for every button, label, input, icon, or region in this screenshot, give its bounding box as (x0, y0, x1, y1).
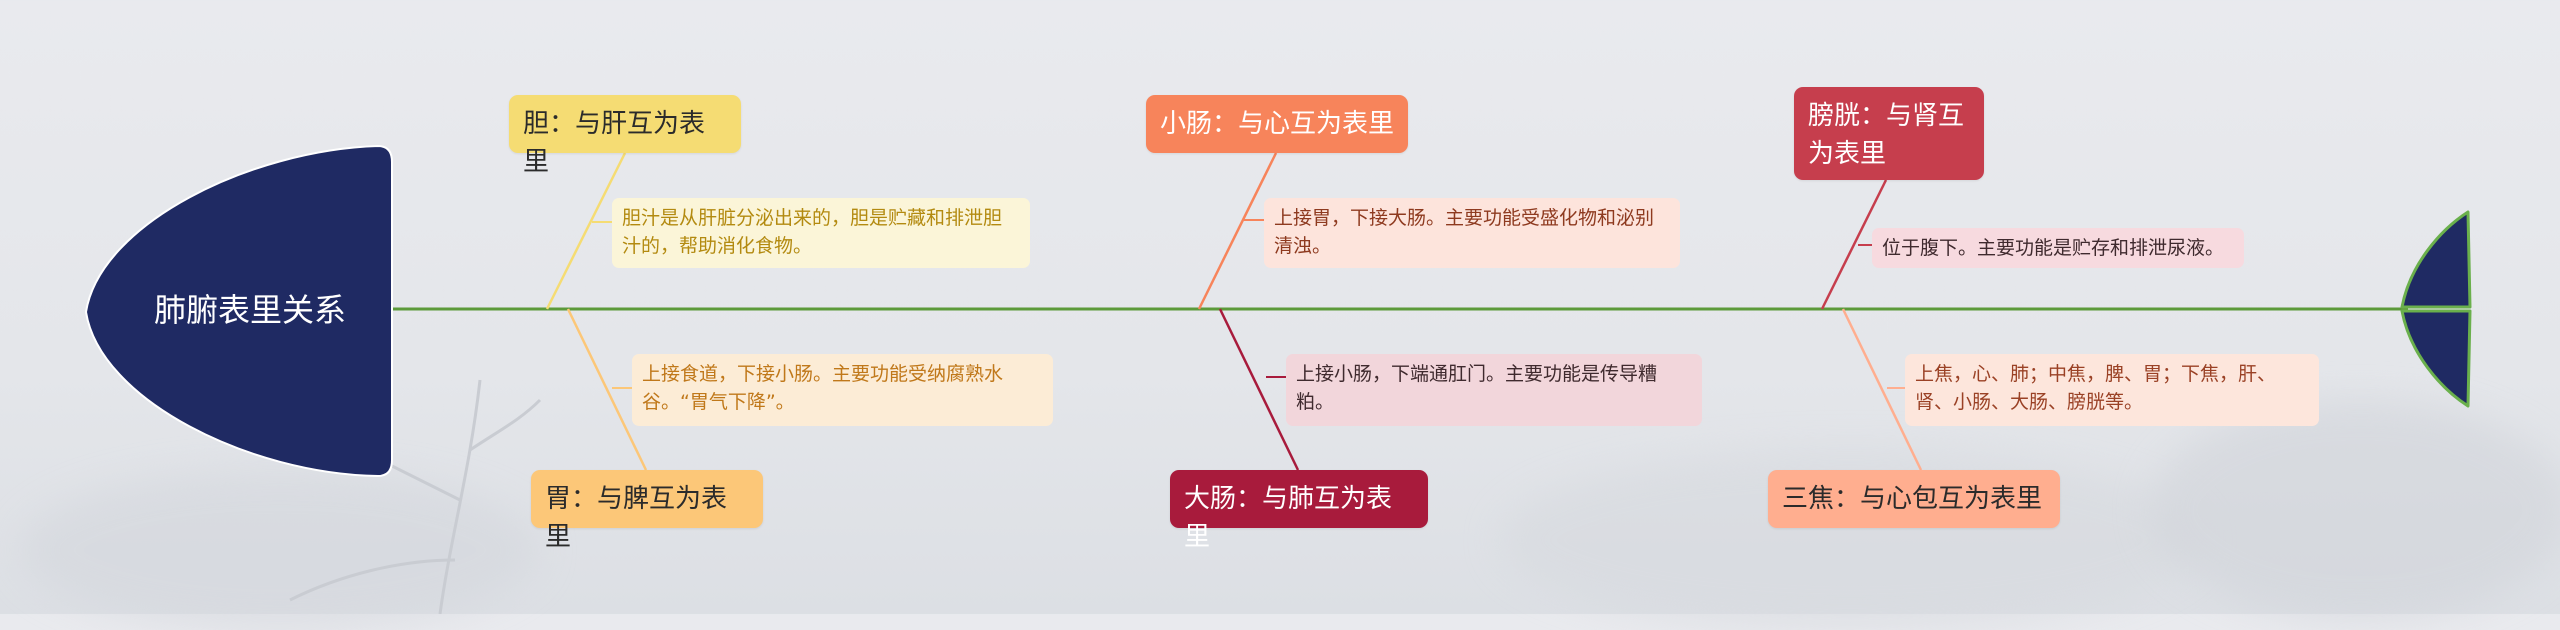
topic-dachang[interactable]: 大肠：与肺互为表里 (1170, 470, 1428, 552)
note-sanjiao: 上焦，心、肺；中焦，脾、胃；下焦，肝、肾、小肠、大肠、膀胱等。 (1905, 354, 2319, 426)
bone-xiaochang (1197, 152, 1278, 310)
note-dachang: 上接小肠，下端通肛门。主要功能是传导糟粕。 (1286, 354, 1702, 426)
bone-sanjiao (1841, 308, 1923, 471)
topic-xiaochang[interactable]: 小肠：与心互为表里 (1146, 95, 1408, 153)
bone-dachang (1218, 308, 1300, 471)
diagram-title: 肺腑表里关系 (153, 291, 346, 329)
fish-head (84, 144, 393, 478)
bone-pangguang (1820, 179, 1888, 310)
fishbone-diagram: 肺腑表里关系 胆：与肝互为表里 胃：与脾互为表里 小肠：与心互为表里 大肠：与肺… (20, 87, 2560, 630)
topic-sanjiao[interactable]: 三焦：与心包互为表里 (1768, 470, 2060, 528)
note-pangguang: 位于腹下。主要功能是贮存和排泄尿液。 (1872, 228, 2244, 268)
background-branch (289, 379, 542, 614)
fishbone-lines (84, 144, 2472, 614)
topic-dan[interactable]: 胆：与肝互为表里 (509, 95, 741, 177)
note-xiaochang: 上接胃，下接大肠。主要功能受盛化物和泌别清浊。 (1264, 198, 1680, 268)
fish-tail-upper (2400, 210, 2472, 309)
note-wei: 上接食道，下接小肠。主要功能受纳腐熟水谷。“胃气下降”。 (632, 354, 1053, 426)
topic-pangguang[interactable]: 膀胱：与肾互为表里 (1794, 87, 1984, 180)
bone-wei (566, 308, 648, 471)
fish-tail-lower (2400, 309, 2472, 408)
background-mist (2150, 400, 2560, 620)
note-dan: 胆汁是从肝脏分泌出来的，胆是贮藏和排泄胆汁的，帮助消化食物。 (612, 198, 1030, 268)
bone-dan (545, 152, 627, 310)
topic-wei[interactable]: 胃：与脾互为表里 (531, 470, 763, 552)
